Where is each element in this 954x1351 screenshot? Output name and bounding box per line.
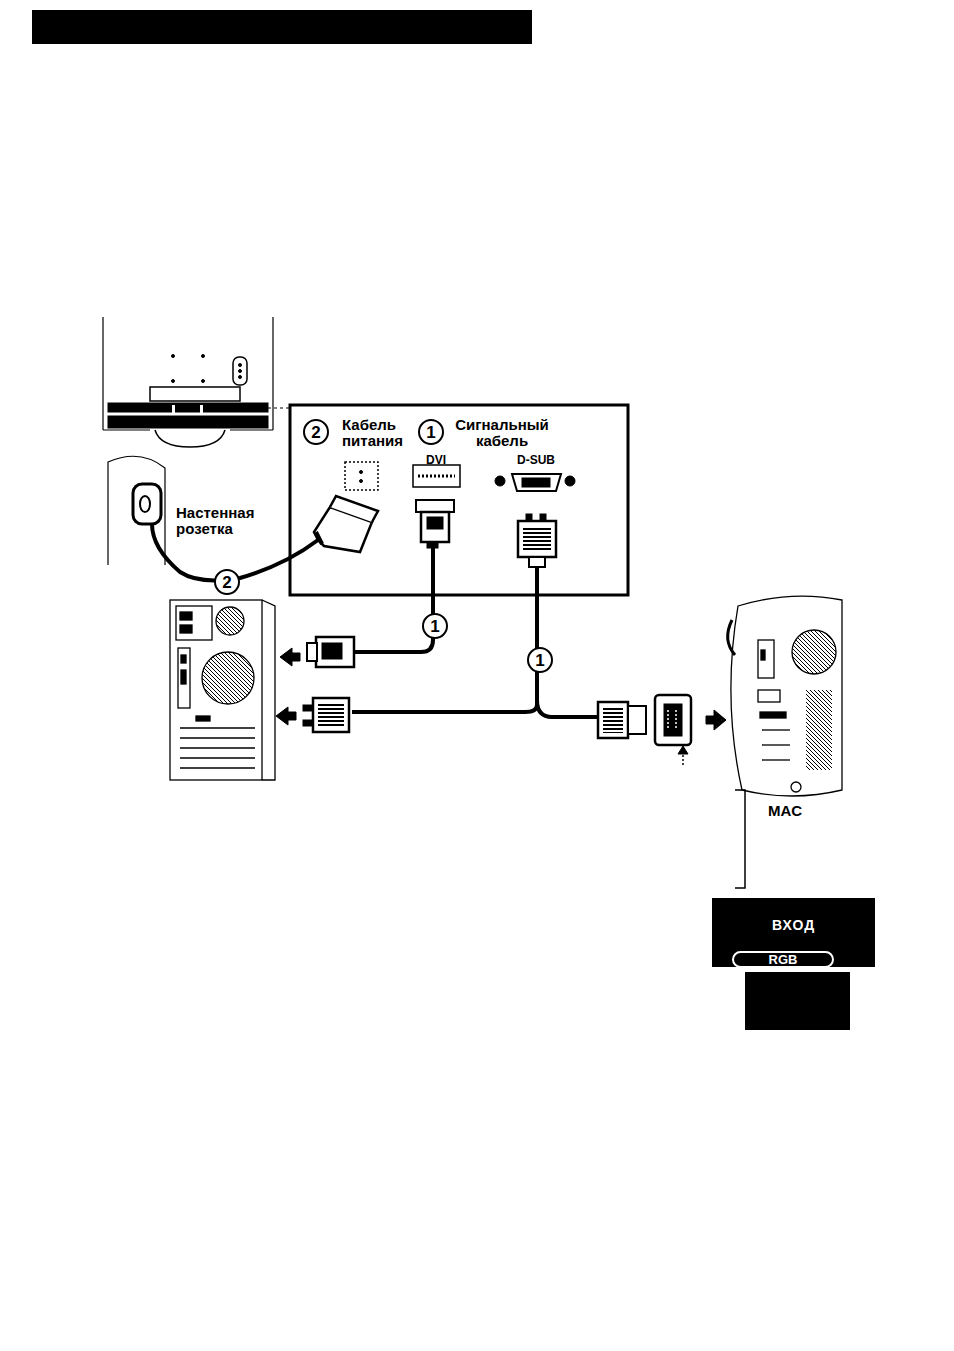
screen-block: [745, 972, 850, 1030]
callout-circle: 2: [303, 419, 329, 445]
callout-circle: 2: [214, 569, 240, 595]
input-panel: ВХОД RGB: [712, 898, 875, 967]
bracket: [735, 790, 745, 888]
dsub-connector: [495, 474, 575, 567]
part-name: Настенная розетка: [176, 505, 276, 537]
port-name: D-SUB: [506, 452, 566, 468]
input-text: ВХОД: [712, 917, 875, 933]
port-name: DVI: [414, 452, 458, 468]
callout-circle: 1: [418, 419, 444, 445]
wall-outlet: [108, 456, 318, 580]
input-pill: RGB: [732, 951, 834, 968]
pc-tower: [170, 600, 275, 780]
callout-number: 1: [535, 652, 544, 669]
callout-number: 1: [426, 424, 435, 441]
input-text: RGB: [734, 953, 832, 966]
mac-adapter: [598, 695, 726, 765]
power-connector: [314, 462, 378, 552]
signal-cables: [352, 548, 598, 717]
part-name: Сигнальный кабель: [446, 417, 558, 449]
callout-number: 2: [311, 424, 320, 441]
dvi-connector: [413, 465, 460, 548]
callout-circle: 1: [527, 647, 553, 673]
callout-number: 1: [430, 618, 439, 635]
monitor-back: [103, 317, 290, 447]
callout-circle: 1: [422, 613, 448, 639]
header-bar: [32, 10, 532, 44]
pc-plugs: [276, 637, 354, 732]
part-name: Кабель питания: [342, 417, 422, 449]
mac-computer: [728, 596, 842, 796]
computer-name: MAC: [755, 803, 815, 819]
callout-number: 2: [222, 574, 231, 591]
inset-panel: [290, 405, 628, 595]
